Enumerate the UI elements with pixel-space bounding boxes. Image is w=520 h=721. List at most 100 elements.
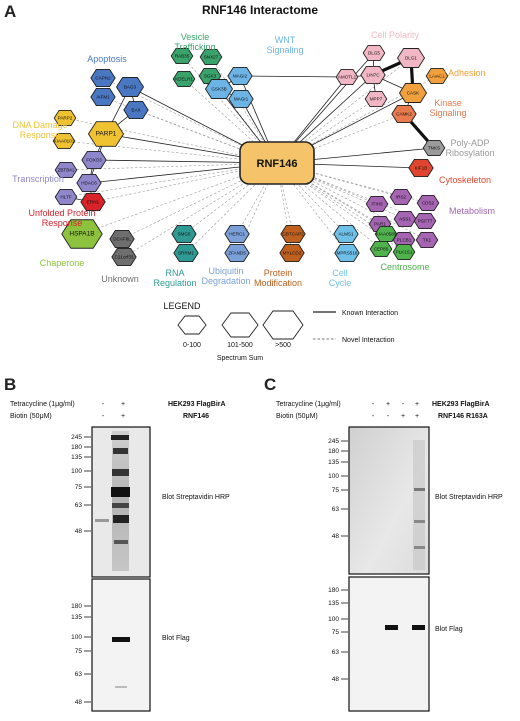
node-kiaa0101: KIAA0101 — [52, 132, 76, 150]
node-label-mylcd2: MYLCD2 — [283, 251, 302, 256]
b-bottom-label: Blot Flag — [162, 635, 190, 642]
node-srrm1: SRRM1 — [173, 243, 199, 262]
c-tet-lane1: - — [372, 401, 375, 408]
b-top-markers-75: 75 — [75, 484, 83, 491]
node-hex-capn2 — [90, 68, 116, 88]
node-hex-hltf — [54, 188, 78, 206]
b-bottom-markers-75: 75 — [75, 648, 83, 655]
node-label-camk2: CAMK2 — [396, 112, 412, 117]
node-camk2: CAMK2 — [391, 104, 417, 124]
node-amotl1: AMOTL1 — [335, 68, 359, 86]
node-hex-lin7c — [360, 65, 386, 85]
c-bio-lane3: + — [401, 413, 405, 420]
b-bottom-blot — [91, 578, 151, 712]
node-hex-parp1 — [87, 121, 125, 147]
c-tet-label: Tetracycline (1μg/ml) — [276, 401, 341, 408]
node-label-pgft7: PGFT7 — [418, 219, 433, 224]
b-biotin-label: Biotin (50μM) — [10, 413, 52, 420]
c-bottom-markers-100: 100 — [328, 616, 339, 623]
cat-label-adhesion: Cell Adhesion — [430, 68, 485, 78]
node-hex-amotl1 — [335, 68, 359, 86]
node-itih3: ITIH3 — [365, 195, 389, 213]
node-label-parp1: PARP1 — [96, 131, 117, 138]
node-label-magi1: MAGI1 — [234, 97, 249, 102]
panel-a-letter: A — [4, 2, 16, 21]
node-label-bag3: BAG3 — [124, 85, 137, 90]
node-dlg5: DLG5 — [362, 44, 386, 62]
node-label-bax: BAX — [131, 108, 140, 113]
node-hex-mylcd2 — [279, 243, 305, 262]
b-top-band-4 — [111, 487, 130, 497]
node-label-aifm1: AIFM1 — [96, 95, 110, 100]
node-kdelr1: KDELR1 — [172, 70, 196, 88]
node-mpp7: MPP7 — [364, 90, 388, 108]
node-label-dcaf8l: DCAF8L — [113, 237, 131, 242]
node-magi2: MAGI2 — [227, 66, 253, 86]
node-foxo3: FOXO3 — [81, 150, 107, 170]
node-hex-herc1 — [224, 224, 250, 244]
hub-node — [239, 141, 315, 185]
node-label-ern1: ERN1 — [87, 200, 100, 205]
node-ass1: ASS1 — [393, 210, 417, 228]
node-hex-kiaa0101 — [52, 132, 76, 150]
node-label-ass1: ASS1 — [399, 217, 411, 222]
node-hex-gbtcap2 — [280, 224, 306, 244]
c-construct-1: HEK293 FlagBirA — [432, 401, 490, 408]
b-top-markers-48: 48 — [75, 528, 83, 535]
node-hex-dlg1 — [396, 48, 426, 68]
node-hltf: HLTF — [54, 188, 78, 206]
node-hex-kdelr1 — [172, 70, 196, 88]
legend-hex-large — [262, 310, 304, 340]
node-zfand5: ZFAND5 — [224, 243, 250, 262]
c-bottom-markers-135: 135 — [328, 600, 339, 607]
node-parp1: PARP1 — [87, 121, 125, 147]
node-dlg1: DLG1 — [396, 48, 426, 68]
c-bottom-blot — [348, 576, 430, 712]
node-hex-tk1 — [415, 231, 439, 249]
node-mprs518: MPRS518 — [334, 243, 360, 262]
b-top-label: Blot Streptavidin HRP — [162, 494, 230, 501]
cat-label-transcription: Transcription — [12, 174, 64, 184]
b-top-band-3 — [112, 469, 129, 476]
node-lamc1: LAMC1 — [425, 67, 449, 85]
node-label-dlg5: DLG5 — [368, 51, 380, 56]
node-label-mpp7: MPP7 — [370, 97, 383, 102]
b-bottom-markers-63: 63 — [75, 671, 83, 678]
b-construct-1: HEK293 FlagBirA — [168, 401, 226, 408]
node-hex-gsk3b — [204, 79, 234, 99]
node-label-sgk3: SGK3 — [204, 74, 217, 79]
node-hex-srrm1 — [173, 243, 199, 262]
c-top-label: Blot Streptavidin HRP — [435, 494, 503, 501]
c-bottom-markers-63: 63 — [332, 649, 340, 656]
node-label-cask: CASK — [407, 91, 420, 96]
node-label-kiaa0101: KIAA0101 — [54, 139, 75, 144]
node-tk1: TK1 — [415, 231, 439, 249]
cat-label-chaperone: Chaperone — [40, 258, 85, 268]
node-label-parp2: PARP2 — [58, 116, 73, 121]
node-bag3: BAG3 — [115, 77, 145, 97]
node-label-tnks: TNKS — [428, 146, 440, 151]
node-capn2: CAPN2 — [90, 68, 116, 88]
node-plk1s1: PLK1S1 — [392, 243, 416, 261]
c-top-markers-48: 48 — [332, 533, 340, 540]
panel-c-letter: C — [264, 375, 276, 394]
node-kif1b: KIF1B — [408, 158, 434, 178]
node-hex-foxo3 — [81, 150, 107, 170]
node-herc1: HERC1 — [224, 224, 250, 244]
node-label-par1: PAR1 — [374, 222, 386, 227]
edge-snx27 — [210, 56, 278, 164]
b-bottom-markers-135: 135 — [71, 614, 82, 621]
node-label-tk1: TK1 — [423, 238, 432, 243]
c-flag-band-2 — [412, 625, 425, 630]
node-hex-magi2 — [227, 66, 253, 86]
node-hex-camk2 — [391, 104, 417, 124]
c-tet-lane3: - — [402, 401, 405, 408]
c-bottom-markers-180: 180 — [328, 587, 339, 594]
